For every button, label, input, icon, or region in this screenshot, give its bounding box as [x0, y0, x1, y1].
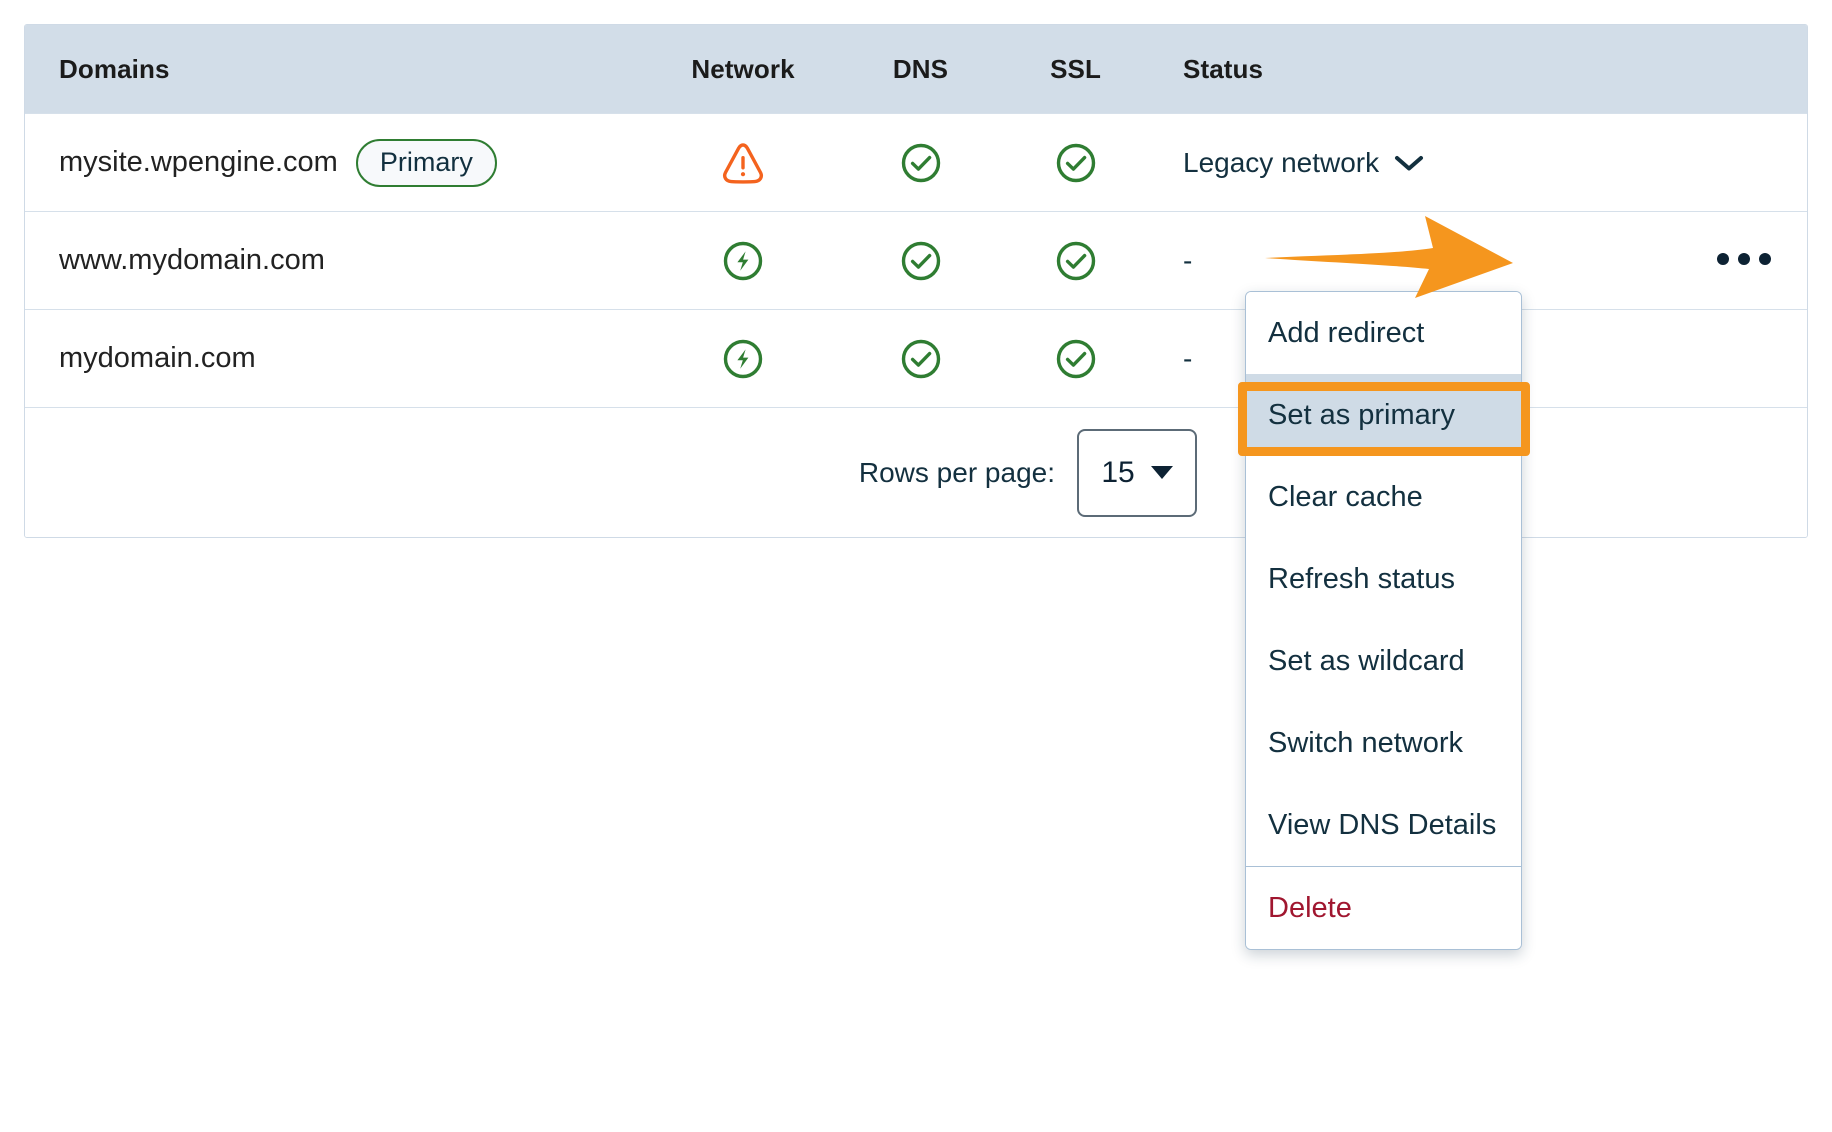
check-circle-icon	[899, 239, 943, 283]
status-label: Legacy network	[1183, 146, 1380, 178]
check-circle-icon	[1054, 239, 1098, 283]
check-circle-icon	[899, 337, 943, 381]
cell-network	[643, 337, 843, 381]
cell-actions	[1553, 252, 1807, 270]
rows-per-page-value: 15	[1101, 455, 1135, 489]
domains-table: Domains Network DNS SSL Status mysite.wp…	[24, 24, 1808, 538]
table-row: www.mydomain.com	[25, 211, 1807, 309]
check-circle-icon	[899, 141, 943, 185]
domain-actions-menu: Add redirect Set as primary Clear cache …	[1245, 291, 1522, 950]
cell-dns	[843, 337, 998, 381]
chevron-down-icon[interactable]	[1393, 153, 1425, 173]
cell-status[interactable]: Legacy network	[1153, 147, 1553, 179]
cell-dns	[843, 141, 998, 185]
menu-divider	[1246, 866, 1521, 867]
table-row: mysite.wpengine.com Primary	[25, 113, 1807, 211]
table-footer: Rows per page: 15	[25, 407, 1807, 537]
cell-ssl	[998, 239, 1153, 283]
domain-name: mydomain.com	[59, 342, 256, 374]
cell-network	[643, 141, 843, 185]
table-header-row: Domains Network DNS SSL Status	[25, 25, 1807, 113]
menu-item-set-as-wildcard[interactable]: Set as wildcard	[1246, 620, 1521, 702]
cell-network	[643, 239, 843, 283]
cell-domain: www.mydomain.com	[25, 244, 643, 277]
check-circle-icon	[1054, 337, 1098, 381]
status-label: -	[1183, 342, 1193, 374]
menu-item-view-dns-details[interactable]: View DNS Details	[1246, 784, 1521, 866]
warning-triangle-icon	[720, 141, 766, 185]
menu-item-refresh-status[interactable]: Refresh status	[1246, 538, 1521, 620]
table-row: mydomain.com	[25, 309, 1807, 407]
rows-per-page-label: Rows per page:	[858, 456, 1055, 488]
column-header-dns: DNS	[892, 53, 949, 84]
cell-dns	[843, 239, 998, 283]
menu-item-add-redirect[interactable]: Add redirect	[1246, 292, 1521, 374]
column-header-ssl: SSL	[1050, 53, 1101, 84]
caret-down-icon	[1150, 466, 1173, 479]
column-header-network: Network	[691, 53, 795, 84]
cell-ssl	[998, 141, 1153, 185]
column-header-status: Status	[1183, 53, 1264, 84]
menu-item-delete[interactable]: Delete	[1246, 867, 1521, 949]
menu-item-set-as-primary[interactable]: Set as primary	[1246, 374, 1521, 456]
cell-domain: mydomain.com	[25, 342, 643, 375]
column-header-domains: Domains	[59, 53, 170, 84]
domain-name: mysite.wpengine.com	[59, 146, 338, 178]
rows-per-page-select[interactable]: 15	[1077, 428, 1197, 517]
kebab-menu-icon[interactable]	[1717, 252, 1771, 265]
status-label: -	[1183, 244, 1193, 276]
primary-badge: Primary	[355, 138, 497, 187]
domain-name: www.mydomain.com	[59, 244, 325, 276]
check-circle-icon	[1054, 141, 1098, 185]
menu-item-switch-network[interactable]: Switch network	[1246, 702, 1521, 784]
bolt-circle-icon	[721, 337, 765, 381]
bolt-circle-icon	[721, 239, 765, 283]
cell-status: -	[1153, 245, 1553, 277]
menu-item-clear-cache[interactable]: Clear cache	[1246, 456, 1521, 538]
cell-domain: mysite.wpengine.com Primary	[25, 138, 643, 187]
cell-ssl	[998, 337, 1153, 381]
cell-status: -	[1153, 343, 1553, 375]
